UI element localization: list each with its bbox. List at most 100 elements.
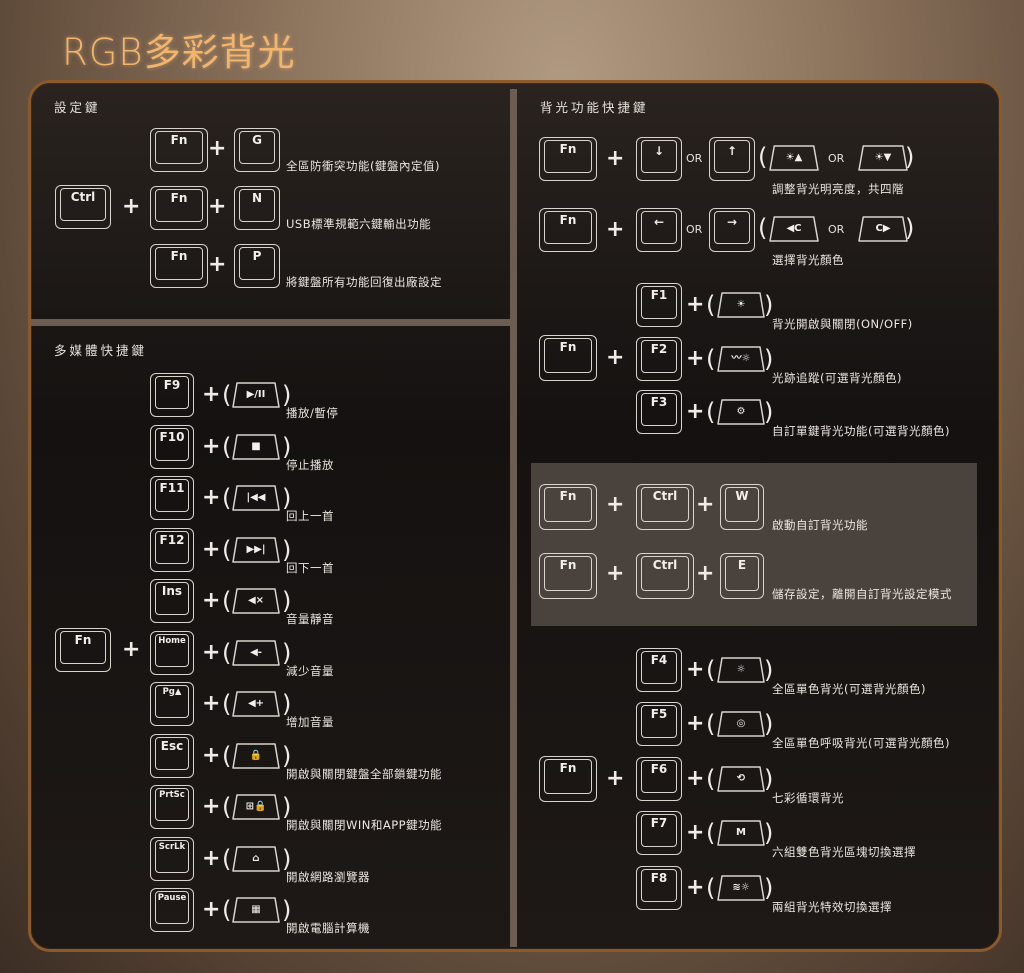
backlight-desc-e: 儲存設定，離開自訂背光設定模式 [772, 587, 952, 601]
fn-key-label: Fn [60, 631, 106, 664]
vertical-divider [510, 89, 517, 947]
fn-key[interactable]: Fn [539, 208, 597, 252]
right-arrow-key-label: → [714, 211, 750, 244]
close-paren: ) [282, 484, 292, 512]
open-paren: ( [222, 381, 232, 409]
backlight-desc-f3: 自訂單鍵背光功能(可選背光顏色) [772, 424, 950, 438]
media-desc-scrlk: 開啟網路瀏覽器 [286, 869, 370, 884]
ctrl-key[interactable]: Ctrl [636, 484, 694, 530]
open-paren: ( [758, 143, 768, 171]
esc-key[interactable]: Esc [150, 733, 194, 778]
settings-desc-n: USB標準規範六鍵輸出功能 [286, 217, 432, 231]
open-paren: ( [706, 345, 716, 373]
plus-sign: + [686, 820, 705, 845]
e-key[interactable]: E [720, 553, 764, 599]
pgup-key-label: Pg▲ [155, 685, 189, 718]
w-key[interactable]: W [720, 484, 764, 530]
down-arrow-key[interactable]: ↓ [636, 137, 682, 181]
mute-key: ◀× [231, 587, 281, 615]
fn-key[interactable]: Fn [539, 335, 597, 381]
f1-key-label: F1 [641, 286, 677, 319]
fn-key-label: Fn [544, 556, 592, 591]
f6-key[interactable]: F6 [636, 757, 682, 801]
plus-sign: + [202, 794, 221, 819]
f5-key[interactable]: F5 [636, 702, 682, 746]
lock-icon: 🔒 [249, 749, 263, 761]
play-key: ▶/II [231, 381, 281, 409]
fn-key[interactable]: Fn [150, 186, 208, 230]
close-paren: ) [282, 690, 292, 718]
prtsc-key[interactable]: PrtSc [150, 785, 194, 829]
g-key-label: G [239, 131, 275, 164]
fn-key[interactable]: Fn [539, 756, 597, 802]
fn-key-label: Fn [155, 247, 203, 280]
f4-key[interactable]: F4 [636, 648, 682, 692]
ins-key[interactable]: Ins [150, 579, 194, 623]
close-paren: ) [764, 398, 774, 426]
f11-key[interactable]: F11 [150, 476, 194, 520]
scrlk-key[interactable]: ScrLk [150, 836, 194, 881]
left-arrow-key[interactable]: ← [636, 208, 682, 252]
f2-key[interactable]: F2 [636, 337, 682, 381]
fn-key-label: Fn [544, 140, 592, 173]
plus-sign: + [686, 766, 705, 791]
fn-key[interactable]: Fn [539, 484, 597, 530]
backlight-desc-f7: 六組雙色背光區塊切換選擇 [772, 845, 916, 859]
media-desc-f11: 回上一首 [286, 509, 334, 523]
f10-key-label: F10 [155, 427, 189, 461]
f8-key[interactable]: F8 [636, 866, 682, 910]
g-key[interactable]: G [234, 128, 280, 172]
calc-icon: ▦ [251, 904, 261, 915]
plus-sign: + [208, 194, 227, 219]
fn-key[interactable]: Fn [55, 628, 111, 672]
close-paren: ) [905, 214, 915, 242]
f7-key[interactable]: F7 [636, 811, 682, 855]
fn-key[interactable]: Fn [539, 553, 597, 599]
f7-effect-key: M [716, 819, 766, 847]
f9-key[interactable]: F9 [150, 373, 194, 417]
or-label: OR [828, 152, 845, 165]
open-paren: ( [222, 587, 232, 615]
ctrl-key[interactable]: Ctrl [55, 185, 111, 229]
open-paren: ( [222, 484, 232, 512]
ctrl-key[interactable]: Ctrl [636, 553, 694, 599]
p-key[interactable]: P [234, 244, 280, 288]
home-key[interactable]: Home [150, 630, 194, 675]
f10-key[interactable]: F10 [150, 424, 194, 469]
close-paren: ) [282, 432, 292, 461]
plus-sign: + [122, 194, 141, 219]
horizontal-divider [31, 319, 510, 326]
pause-key[interactable]: Pause [150, 888, 194, 932]
f1-key[interactable]: F1 [636, 283, 682, 327]
n-key[interactable]: N [234, 186, 280, 230]
f5-effect-icon: ◎ [736, 718, 746, 729]
bright_up-icon: ☀▲ [785, 152, 803, 163]
fn-key-label: Fn [544, 487, 592, 522]
plus-sign: + [202, 742, 221, 768]
fn-key[interactable]: Fn [539, 137, 597, 181]
f12-key[interactable]: F12 [150, 527, 194, 572]
pgup-key[interactable]: Pg▲ [150, 682, 194, 726]
or-label: OR [828, 223, 845, 236]
plus-sign: + [202, 485, 221, 510]
fn-key[interactable]: Fn [150, 128, 208, 172]
backlight-desc-f1: 背光開啟與關閉(ON/OFF) [772, 317, 913, 331]
right-arrow-key[interactable]: → [709, 208, 755, 252]
fn-key-label: Fn [544, 211, 592, 244]
plus-sign: + [202, 433, 221, 459]
media-desc-pause: 開啟電腦計算機 [286, 921, 370, 935]
f8-key-label: F8 [641, 869, 677, 902]
open-paren: ( [706, 819, 716, 847]
plus-sign: + [686, 346, 705, 371]
f3-key[interactable]: F3 [636, 390, 682, 434]
open-paren: ( [222, 793, 232, 821]
fn-key[interactable]: Fn [150, 244, 208, 288]
media-desc-f9: 播放/暫停 [286, 406, 339, 420]
plus-sign: + [606, 217, 625, 242]
open-paren: ( [222, 896, 232, 924]
up-arrow-key-label: ↑ [714, 140, 750, 173]
up-arrow-key[interactable]: ↑ [709, 137, 755, 181]
backlight-desc-color: 選擇背光顏色 [772, 253, 844, 267]
plus-sign: + [686, 711, 705, 736]
f8-effect-icon: ≋☼ [732, 882, 750, 893]
